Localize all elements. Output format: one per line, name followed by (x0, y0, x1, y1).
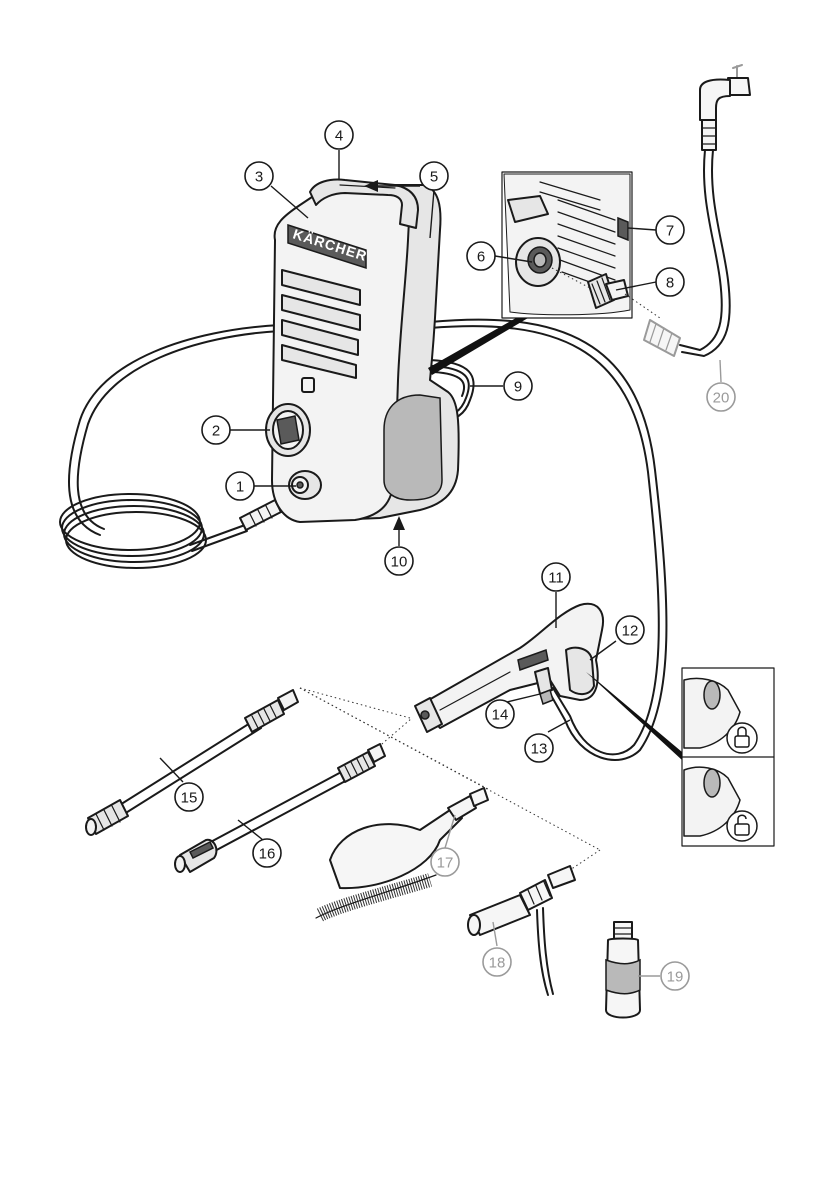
callout-4: 4 (325, 121, 353, 149)
callout-3: 3 (245, 162, 273, 190)
callout-number: 18 (489, 955, 506, 972)
rear-view-inset (428, 172, 660, 375)
callout-number: 1 (236, 479, 244, 496)
callout-5: 5 (420, 162, 448, 190)
callout-15: 15 (175, 783, 203, 811)
wash-brush (316, 788, 488, 918)
lock-closed-icon (727, 723, 757, 753)
callout-number: 20 (713, 390, 730, 407)
callout-2: 2 (202, 416, 230, 444)
callout-number: 17 (437, 855, 454, 872)
callout-number: 12 (622, 623, 639, 640)
callout-number: 14 (492, 707, 509, 724)
garden-hose-with-tap (644, 65, 750, 356)
callout-number: 16 (259, 846, 276, 863)
callout-number: 7 (666, 223, 674, 240)
high-pressure-hose-coil (60, 325, 280, 568)
safety-lock-inset (586, 668, 774, 846)
callout-number: 13 (531, 741, 548, 758)
callout-number: 4 (335, 128, 343, 145)
lock-open-icon (727, 811, 757, 841)
pressure-washer-unit: KÄRCHER (266, 180, 459, 523)
water-inlet (516, 238, 560, 286)
callout-number: 8 (666, 275, 674, 292)
callout-14: 14 (486, 700, 514, 728)
callout-number: 2 (212, 423, 220, 440)
foam-nozzle (468, 866, 575, 995)
detergent-bottle (606, 922, 640, 1018)
callout-13: 13 (525, 734, 553, 762)
callout-6: 6 (467, 242, 495, 270)
callout-1: 1 (226, 472, 254, 500)
high-pressure-outlet (289, 471, 321, 499)
callout-16: 16 (253, 839, 281, 867)
info-sticker (302, 378, 314, 392)
callout-12: 12 (616, 616, 644, 644)
callout-number: 19 (667, 969, 684, 986)
callout-20: 20 (707, 383, 735, 411)
callout-19: 19 (661, 962, 689, 990)
callout-number: 3 (255, 169, 263, 186)
callout-number: 9 (514, 379, 522, 396)
mains-cable-clip (618, 218, 628, 240)
callout-number: 5 (430, 169, 438, 186)
callout-17: 17 (431, 848, 459, 876)
on-off-switch (266, 404, 310, 456)
callout-8: 8 (656, 268, 684, 296)
callout-7: 7 (656, 216, 684, 244)
callout-18: 18 (483, 948, 511, 976)
callout-number: 6 (477, 249, 485, 266)
callout-10: 10 (385, 547, 413, 575)
callout-9: 9 (504, 372, 532, 400)
callout-number: 15 (181, 790, 198, 807)
callout-11: 11 (542, 563, 570, 591)
callout-number: 11 (548, 570, 564, 587)
callout-number: 10 (391, 554, 408, 571)
